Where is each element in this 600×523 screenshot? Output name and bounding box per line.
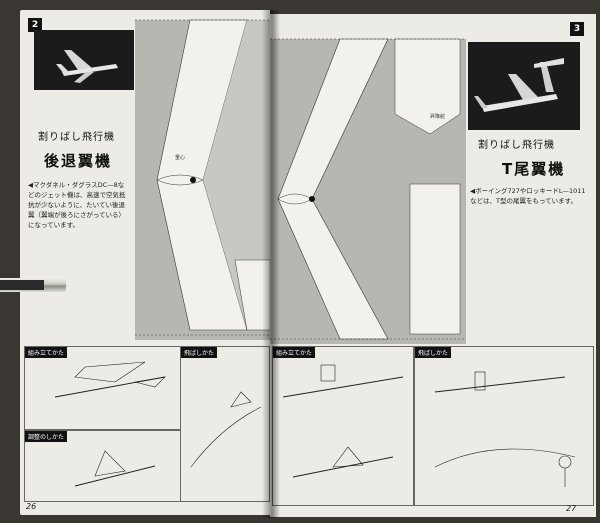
left-adjust-panel: 調整のしかた [24,430,181,502]
right-page: 3 昇降舵 割り [270,14,596,517]
left-assembly-label: 組み立てかた [25,347,68,358]
airplane-photo-left [34,30,134,90]
left-fly-panel: 飛ばしかた [180,346,270,502]
left-page-number: 26 [26,502,37,511]
right-title: T尾翼機 [502,160,566,178]
right-page-badge: 3 [570,22,584,36]
right-template: 昇降舵 [270,34,466,344]
left-cg-note: 重心 [175,155,186,161]
airplane-photo-icon [468,42,580,130]
left-subtitle: 割りばし飛行機 [38,132,115,143]
left-template: 重心 [135,10,270,340]
right-fly-label: 飛ばしかた [415,347,452,358]
right-page-number: 27 [566,504,577,513]
right-assembly-panel: 組み立てかた [272,346,414,506]
right-elevator-note: 昇降舵 [430,114,446,120]
left-fly-label: 飛ばしかた [181,347,218,358]
left-page: 2 割りばし飛行機 後退翼機 ◀マクダネル・ダグラスDC—8などのジェット機は、… [20,10,270,515]
right-fly-panel: 飛ばしかた [414,346,594,506]
left-title: 後退翼機 [44,152,113,170]
book-gutter [262,10,280,518]
left-page-badge: 2 [28,18,42,32]
left-assembly-panel: 組み立てかた [24,346,181,430]
left-adjust-label: 調整のしかた [25,431,68,442]
right-assembly-label: 組み立てかた [273,347,316,358]
right-subtitle: 割りばし飛行機 [478,140,555,151]
pencil-shadow [0,280,44,290]
right-description: ◀ボーイング727やロッキードL—1011などは、T型の尾翼をもっています。 [470,187,586,205]
left-description: ◀マクダネル・ダグラスDC—8などのジェット機は、高速で空気抵抗が少ないように、… [28,181,126,229]
airplane-photo-icon [34,30,134,90]
airplane-photo-right [468,42,580,130]
